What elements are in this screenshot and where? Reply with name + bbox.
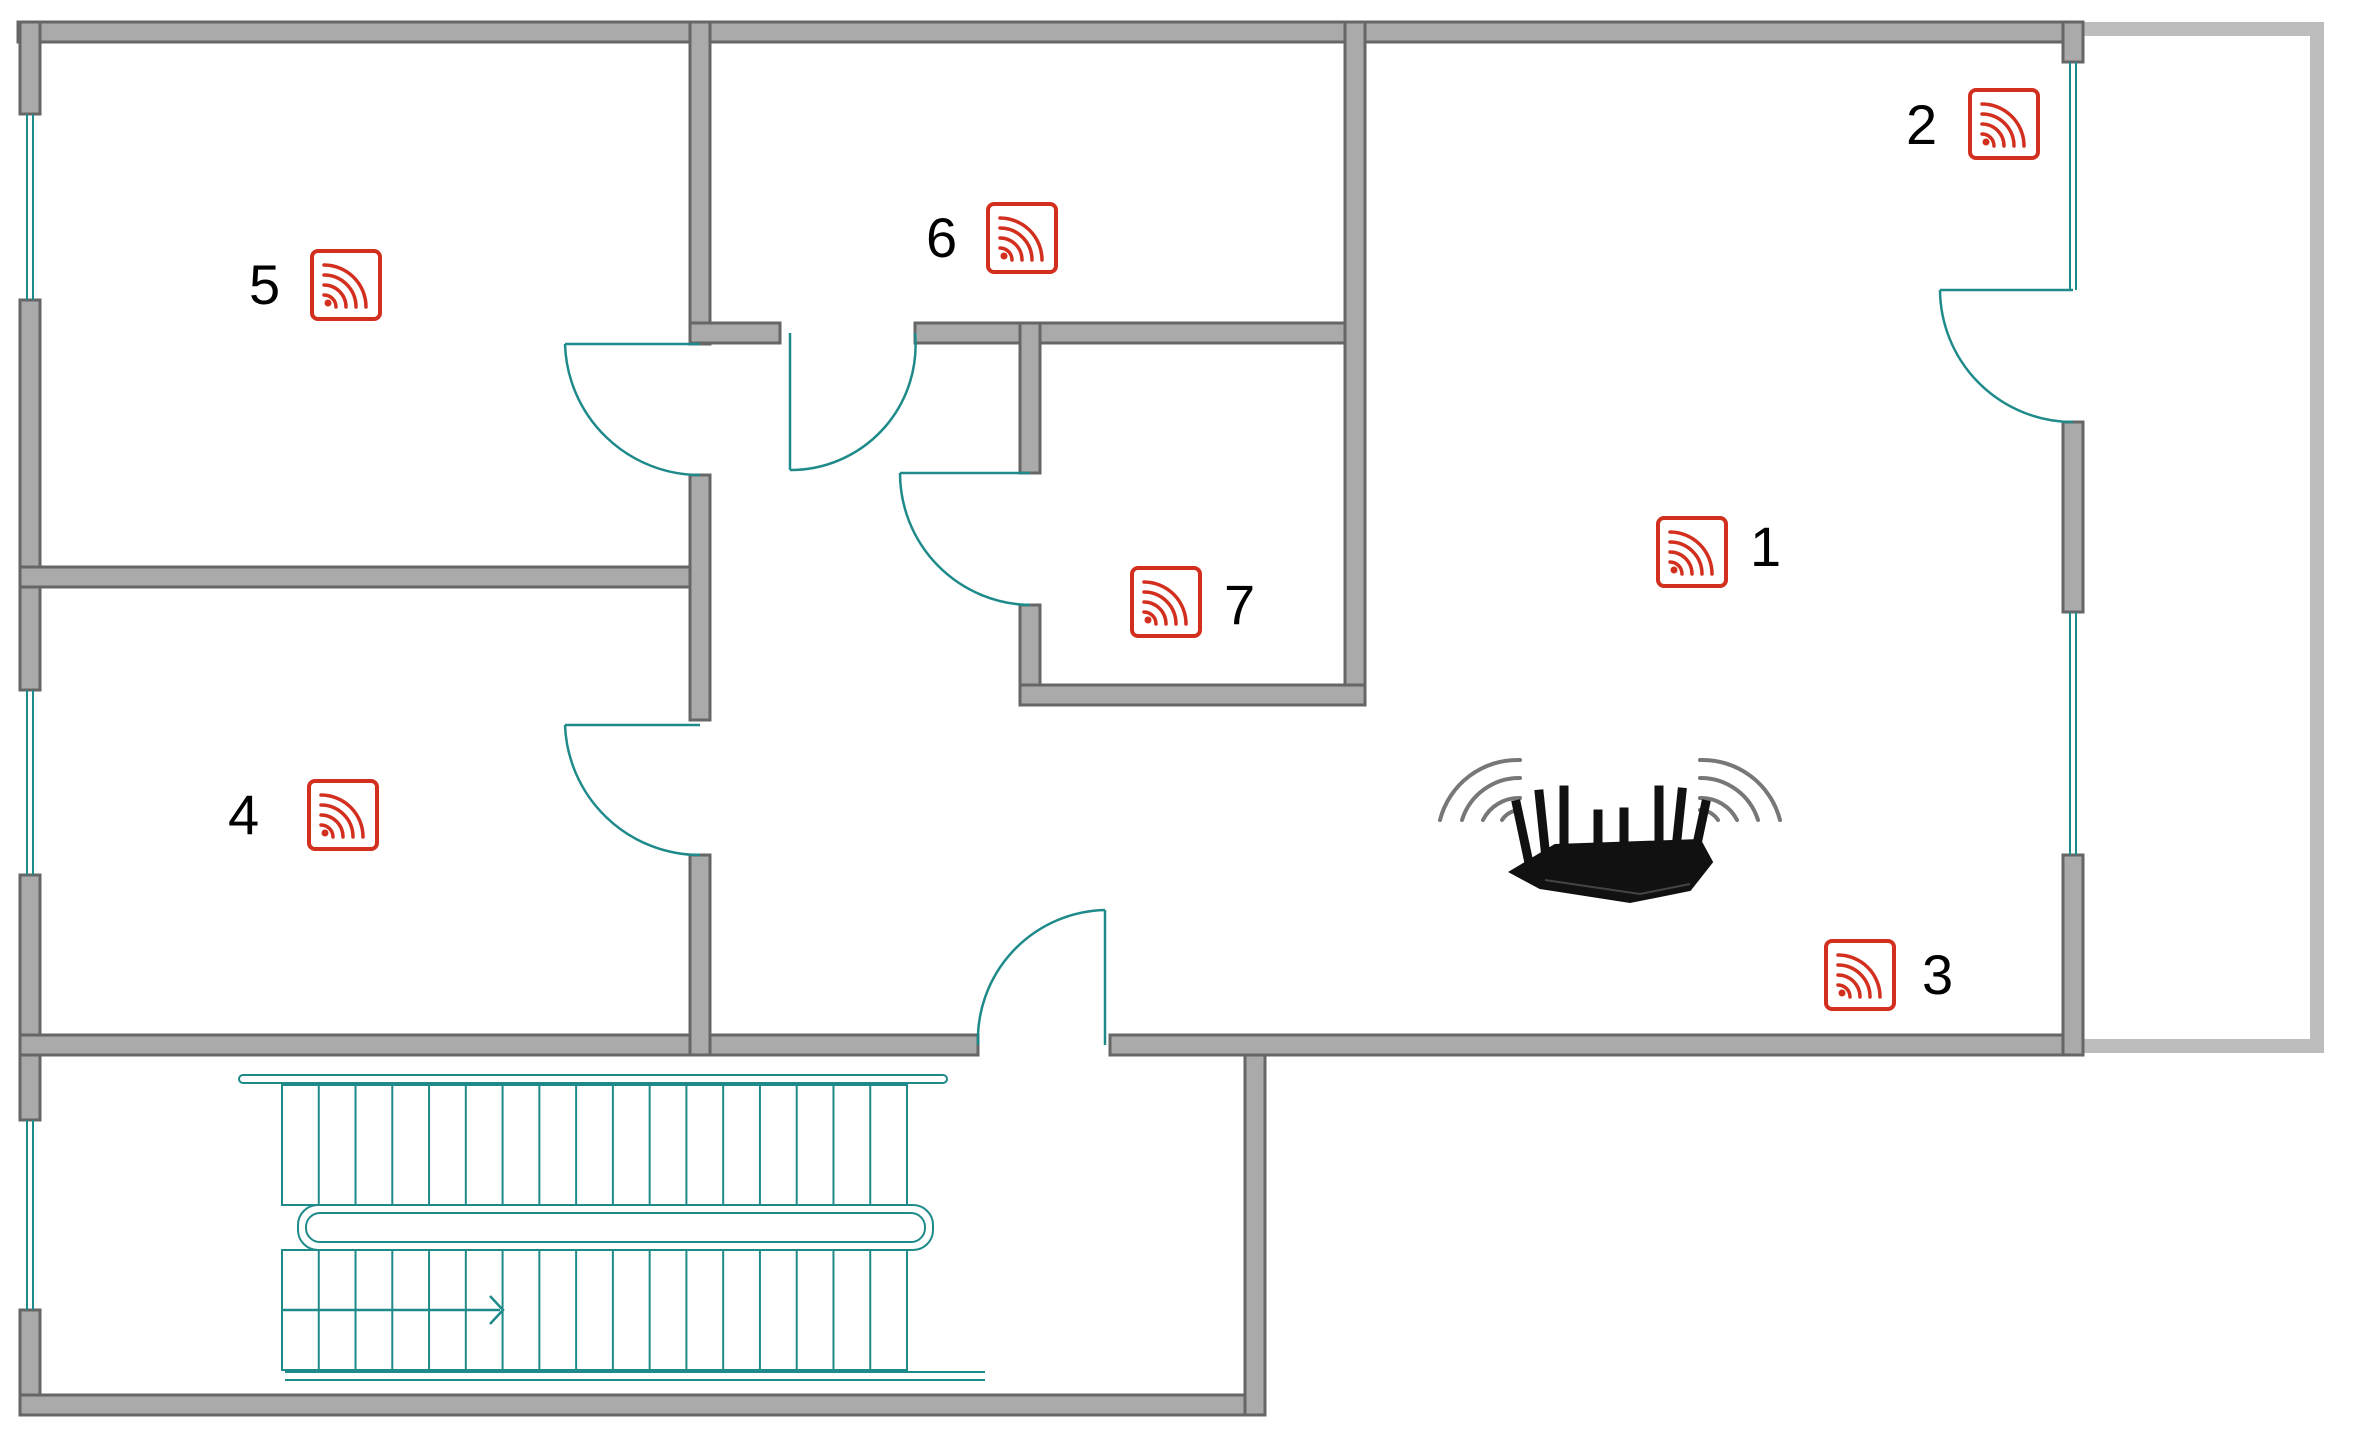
sensor-label-4: 4: [228, 783, 259, 846]
wifi-signal-icon: [1130, 566, 1202, 638]
wall-6-1: [1343, 20, 1367, 707]
sensor-6: 6: [926, 202, 1058, 274]
door-room-6: [788, 332, 917, 472]
sensor-2: 2: [1906, 88, 2040, 160]
walls: [16, 20, 2324, 1417]
wifi-signal-icon: [1656, 516, 1728, 588]
wifi-signal-icon: [310, 249, 382, 321]
stair-landing-rail: [297, 1204, 934, 1251]
wifi-signal-icon: [1968, 88, 2040, 160]
sensor-label-2: 2: [1906, 93, 1937, 156]
wall-stair-right: [1243, 1033, 1267, 1417]
wall-7-west-1: [1018, 321, 1042, 475]
wall-outer-bottom: [18, 1393, 1267, 1417]
door-room-5: [563, 342, 701, 477]
wall-corridor-west-3: [688, 853, 712, 1057]
stair-arrow-head: [489, 1295, 505, 1325]
balcony-outline: [2083, 22, 2324, 1053]
door-balcony: [1938, 288, 2074, 424]
wifi-signal-icon: [1824, 939, 1896, 1011]
sensor-label-1: 1: [1750, 515, 1781, 578]
sensor-1: 1: [1656, 515, 1781, 588]
sensor-3: 3: [1824, 939, 1953, 1011]
stair-top-rail: [238, 1074, 948, 1084]
router: [1438, 757, 1782, 904]
stair-landing-rail-inner: [305, 1212, 926, 1243]
staircase: [238, 1074, 985, 1381]
sensors: 1 2 3 4 5 6 7: [228, 88, 2040, 1011]
stair-bottom-rail: [285, 1371, 985, 1381]
wall-outer-left-3: [18, 873, 42, 1122]
sensor-5: 5: [249, 249, 382, 321]
router-signal-right: [1698, 757, 1782, 822]
wall-7-bottom: [1018, 683, 1367, 707]
wall-6-bottom-1: [688, 321, 782, 345]
wall-corridor-west-2: [688, 473, 712, 722]
wall-outer-left-1: [18, 20, 42, 116]
sensor-label-5: 5: [249, 253, 280, 316]
stair-upper-flight: [281, 1084, 908, 1206]
door-entrance: [976, 908, 1107, 1046]
wall-5-4: [18, 565, 712, 589]
wifi-signal-icon: [986, 202, 1058, 274]
wall-south-right: [1108, 1033, 2085, 1057]
wifi-signal-icon: [307, 779, 379, 851]
wall-corridor-west-1: [688, 20, 712, 346]
sensor-label-7: 7: [1224, 573, 1255, 636]
sensor-label-3: 3: [1922, 943, 1953, 1006]
stair-treads: [317, 1085, 872, 1370]
door-room-4: [563, 723, 701, 857]
sensor-label-6: 6: [926, 206, 957, 269]
wall-6-bottom-2: [913, 321, 1360, 345]
door-room-7: [898, 471, 1031, 607]
sensor-4: 4: [228, 779, 379, 851]
wall-east-2: [2061, 420, 2085, 614]
wall-outer-top: [16, 20, 2085, 44]
router-icon: [1507, 785, 1714, 904]
wall-south-left: [18, 1033, 980, 1057]
doors: [563, 288, 2074, 1046]
wall-east-1: [2061, 20, 2085, 64]
wall-outer-left-2: [18, 298, 42, 692]
windows: [26, 62, 2077, 1310]
router-signal-left: [1438, 757, 1522, 822]
wall-east-3: [2061, 853, 2085, 1057]
sensor-7: 7: [1130, 566, 1255, 638]
